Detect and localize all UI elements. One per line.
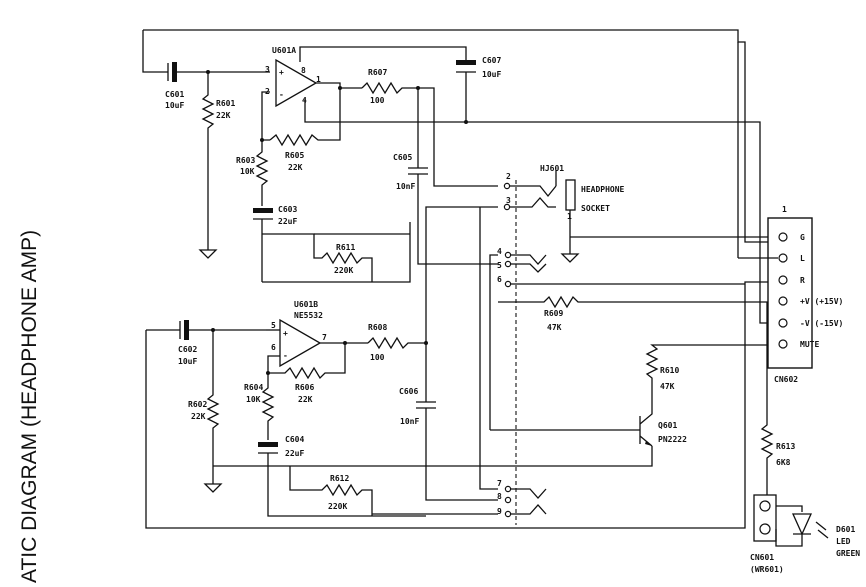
r612-value: 220K bbox=[328, 502, 347, 511]
c604-value: 22uF bbox=[285, 449, 304, 458]
r602-label: R602 bbox=[188, 400, 207, 409]
cn602-pin-vminus: -V (-15V) bbox=[800, 319, 843, 328]
svg-text:-: - bbox=[283, 351, 288, 360]
r608-label: R608 bbox=[368, 323, 387, 332]
svg-text:8: 8 bbox=[301, 66, 306, 75]
c607-label: C607 bbox=[482, 56, 501, 65]
svg-text:GREEN: GREEN bbox=[836, 549, 860, 558]
r611-value: 220K bbox=[334, 266, 353, 275]
c601-capacitor bbox=[167, 62, 270, 82]
r604-label: R604 bbox=[244, 383, 263, 392]
svg-text:D601: D601 bbox=[836, 525, 855, 534]
r607-value: 100 bbox=[370, 96, 385, 105]
svg-text:8: 8 bbox=[497, 492, 502, 501]
c606-value: 10nF bbox=[400, 417, 419, 426]
svg-text:3: 3 bbox=[265, 65, 270, 74]
r605-value: 22K bbox=[288, 163, 303, 172]
svg-text:7: 7 bbox=[497, 479, 502, 488]
r604-value: 10K bbox=[246, 395, 261, 404]
c601-label: C601 bbox=[165, 90, 184, 99]
r611-label: R611 bbox=[336, 243, 355, 252]
q601-transistor: Q601 PN2222 R610 47K bbox=[490, 344, 778, 447]
c602-label: C602 bbox=[178, 345, 197, 354]
svg-text:47K: 47K bbox=[660, 382, 675, 391]
svg-text:3: 3 bbox=[506, 196, 511, 205]
r603-value: 10K bbox=[240, 167, 255, 176]
r601-label: R601 bbox=[216, 99, 235, 108]
r605-label: R605 bbox=[285, 151, 304, 160]
r602-value: 22K bbox=[191, 412, 206, 421]
r606-value: 22K bbox=[298, 395, 313, 404]
r613-led: R613 6K8 CN601 (WR601) D601 LED GREEN bbox=[750, 302, 860, 574]
svg-text:R610: R610 bbox=[660, 366, 679, 375]
r609-resistor: R609 47K bbox=[498, 295, 778, 332]
c606-label: C606 bbox=[399, 387, 418, 396]
svg-text:47K: 47K bbox=[547, 323, 562, 332]
c603-value: 22uF bbox=[278, 217, 297, 226]
c603-label: C603 bbox=[278, 205, 297, 214]
r612-label: R612 bbox=[330, 474, 349, 483]
hj601-label: HJ601 bbox=[540, 164, 564, 173]
top-channel: C601 10uF R601 22K + - U601A 3 2 1 8 4 R… bbox=[142, 29, 778, 324]
r601-value: 22K bbox=[216, 111, 231, 120]
svg-text:(WR601): (WR601) bbox=[750, 565, 784, 574]
svg-text:1: 1 bbox=[316, 75, 321, 84]
c605-label: C605 bbox=[393, 153, 412, 162]
svg-text:PN2222: PN2222 bbox=[658, 435, 687, 444]
svg-text:CN601: CN601 bbox=[750, 553, 774, 562]
svg-text:1: 1 bbox=[782, 205, 787, 214]
svg-text:5: 5 bbox=[271, 321, 276, 330]
c605-value: 10nF bbox=[396, 182, 415, 191]
cn602-pin-vplus: +V (+15V) bbox=[800, 297, 843, 306]
cn602-pin-g: G bbox=[800, 233, 805, 242]
bottom-channel: C602 10uF R602 22K + - U601B NE5532 5 6 … bbox=[145, 206, 778, 529]
u601b-opamp: + - bbox=[279, 318, 322, 368]
c607-value: 10uF bbox=[482, 70, 501, 79]
hj601-jack: HJ601 1 HEADPHONE SOCKET 2 3 4 5 6 7 8 9 bbox=[372, 164, 778, 525]
headphone-label-1: HEADPHONE bbox=[581, 185, 625, 194]
c602-value: 10uF bbox=[178, 357, 197, 366]
r608-value: 100 bbox=[370, 353, 385, 362]
cn602-pin-l: L bbox=[800, 254, 805, 263]
svg-text:7: 7 bbox=[322, 333, 327, 342]
headphone-label-2: SOCKET bbox=[581, 204, 610, 213]
svg-text:4: 4 bbox=[497, 247, 502, 256]
svg-text:6: 6 bbox=[271, 343, 276, 352]
diagram-title: ATIC DIAGRAM (HEADPHONE AMP) bbox=[18, 230, 41, 583]
u601b-label: U601B bbox=[294, 300, 318, 309]
cn602-connector: 1 G L R +V (+15V) -V (-15V) MUTE CN602 bbox=[737, 42, 843, 384]
cn602-pin-mute: MUTE bbox=[800, 340, 819, 349]
svg-text:9: 9 bbox=[497, 507, 502, 516]
svg-text:LED: LED bbox=[836, 537, 851, 546]
u601b-part: NE5532 bbox=[294, 311, 323, 320]
svg-text:-: - bbox=[279, 90, 284, 99]
u601a-opamp: + - bbox=[275, 58, 318, 108]
svg-text:6K8: 6K8 bbox=[776, 458, 791, 467]
svg-text:+: + bbox=[283, 329, 288, 338]
r606-label: R606 bbox=[295, 383, 314, 392]
r603-label: R603 bbox=[236, 156, 255, 165]
u601a-label: U601A bbox=[272, 46, 296, 55]
c601-value: 10uF bbox=[165, 101, 184, 110]
cn602-label: CN602 bbox=[774, 375, 798, 384]
svg-text:R609: R609 bbox=[544, 309, 563, 318]
svg-text:2: 2 bbox=[506, 172, 511, 181]
cn602-pin-r: R bbox=[800, 276, 805, 285]
c604-label: C604 bbox=[285, 435, 304, 444]
svg-text:5: 5 bbox=[497, 261, 502, 270]
svg-text:Q601: Q601 bbox=[658, 421, 677, 430]
r607-label: R607 bbox=[368, 68, 387, 77]
svg-text:6: 6 bbox=[497, 275, 502, 284]
svg-text:R613: R613 bbox=[776, 442, 795, 451]
svg-text:+: + bbox=[279, 68, 284, 77]
